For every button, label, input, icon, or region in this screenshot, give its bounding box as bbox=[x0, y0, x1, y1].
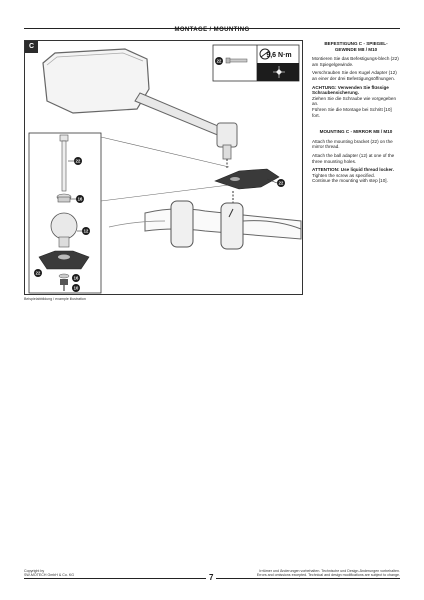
english-heading: MOUNTING C - MIRROR M8 / M10 bbox=[319, 129, 393, 135]
english-paragraph-2: Attach the ball adapter (12) at one of t… bbox=[312, 152, 395, 164]
screw-number: 22 bbox=[76, 159, 81, 164]
step-badge: C bbox=[25, 41, 38, 53]
mounting-illustration: 22 22 16 12 22 16 10 22 9,6 N·m bbox=[28, 44, 302, 294]
german-heading-line2: GEWINDE M8 / M10 bbox=[334, 46, 378, 52]
german-continue: Führen Sie die Montage bei Schritt [10] … bbox=[312, 106, 392, 118]
german-warning: ACHTUNG: Verwenden Sie flüssige Schraube… bbox=[312, 84, 389, 96]
german-paragraph-1: Montieren Sie das Befestigungs-blech (22… bbox=[312, 56, 399, 67]
part-number-badges: 22 22 16 12 22 16 10 22 bbox=[34, 57, 285, 292]
copyright-line2: SW-MOTECH GmbH & Co. KG bbox=[24, 573, 75, 578]
english-paragraph-1: Attach the mounting bracket (22) on the … bbox=[312, 138, 393, 150]
german-paragraph-2: Verschrauben Sie den Kugel Adapter (12) … bbox=[312, 70, 397, 81]
illustration-frame: 22 22 16 12 22 16 10 22 9,6 N·m bbox=[24, 40, 303, 295]
english-tighten: Tighten the screw as specified. bbox=[312, 172, 375, 178]
header-bar: MONTAGE / MOUNTING bbox=[24, 18, 400, 33]
mirror-bracket bbox=[214, 168, 280, 190]
mirror-head bbox=[42, 48, 150, 114]
bracket-number: 22 bbox=[36, 271, 41, 276]
mirror-bracket-number: 22 bbox=[279, 181, 284, 186]
illustration-caption: Beispielabbildung / example illustration bbox=[24, 297, 86, 301]
instructions-column: BEFESTIGUNG C - SPIEGEL- GEWINDE M8 / M1… bbox=[312, 41, 400, 187]
handlebar bbox=[108, 200, 302, 250]
german-paragraph-3: ACHTUNG: Verwenden Sie flüssige Schraube… bbox=[312, 85, 400, 119]
german-tighten: Ziehen Sie die Schraube wie vorgegeben a… bbox=[312, 95, 397, 107]
torque-screw-number: 22 bbox=[217, 59, 222, 64]
page-title: MONTAGE / MOUNTING bbox=[174, 27, 250, 33]
lower-part-number-a: 16 bbox=[74, 276, 79, 281]
english-continue: Continue the mounting with step [10]. bbox=[312, 178, 388, 184]
footer-copyright: Copyright by SW-MOTECH GmbH & Co. KG bbox=[24, 569, 74, 578]
footer-notes: Irrtümer und Änderungen vorbehalten. Tec… bbox=[257, 569, 400, 578]
german-heading: BEFESTIGUNG C - SPIEGEL- GEWINDE M8 / M1… bbox=[312, 41, 400, 52]
page-number: 7 bbox=[206, 573, 217, 582]
notes-line1: Irrtümer und Änderungen vorbehalten. Tec… bbox=[259, 569, 400, 573]
english-warning: ATTENTION: Use liquid thread locker. bbox=[312, 167, 394, 173]
lower-part-number-b: 10 bbox=[74, 286, 79, 291]
torque-value: 9,6 N·m bbox=[266, 52, 291, 59]
english-paragraph-3: ATTENTION: Use liquid thread locker. Tig… bbox=[312, 167, 400, 184]
mirror-stem bbox=[134, 92, 226, 137]
exploded-parts-panel bbox=[28, 132, 102, 294]
notes-line2: Errors and omissions excepted. Technical… bbox=[256, 573, 400, 578]
washer-number: 16 bbox=[78, 197, 83, 202]
german-heading-line1: BEFESTIGUNG C - SPIEGEL- bbox=[324, 41, 388, 46]
torque-box bbox=[212, 44, 300, 82]
mirror-joint bbox=[216, 122, 238, 148]
copyright-line1: Copyright by bbox=[24, 569, 45, 573]
ball-adapter-number: 12 bbox=[84, 229, 89, 234]
